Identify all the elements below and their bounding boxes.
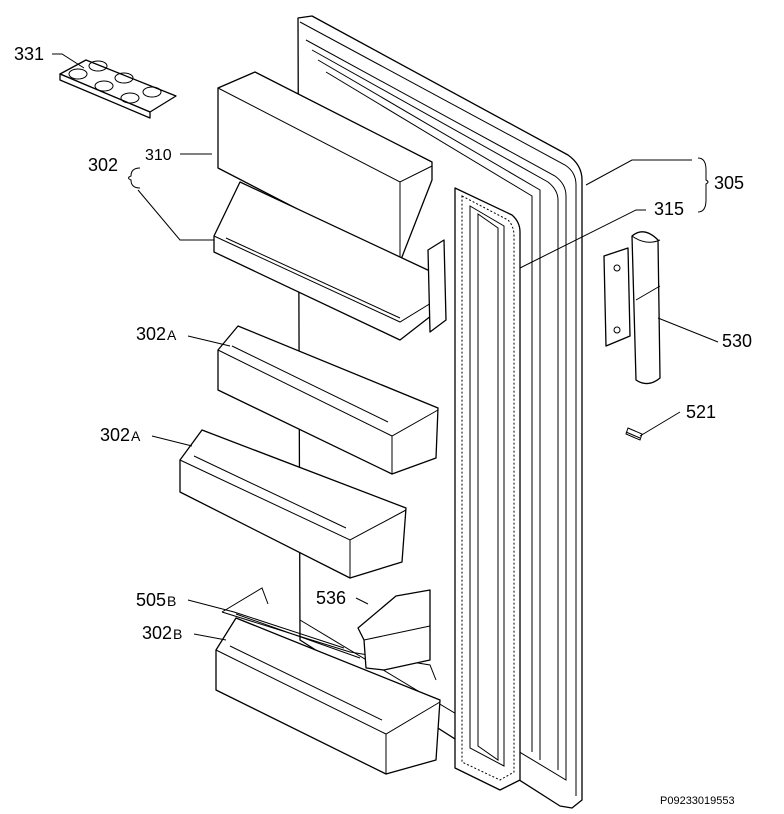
door-handle-530 [603,231,661,385]
label-315: 315 [654,199,685,219]
label-505b-suffix: B [167,593,177,609]
label-331: 331 [14,44,45,64]
label-310: 310 [145,147,172,164]
drawing-code: P09233019553 [660,795,735,807]
dairy-shelf [213,181,447,341]
label-302b-number: 302 [142,623,173,643]
label-302: 302 [88,155,119,175]
door-shelf-302a-upper [217,325,439,475]
label-505b-number: 505 [136,590,167,610]
door-gasket [454,187,521,791]
door-shelf-302a-lower [179,429,407,579]
label-305: 305 [714,173,745,193]
label-302b-suffix: B [173,626,183,642]
bottle-divider-536 [357,589,431,671]
label-505b: 505B [136,591,176,610]
dairy-compartment-lid [217,71,433,263]
label-302a-lower: 302A [100,426,140,445]
label-302b: 302B [142,624,182,643]
label-302a-lower-number: 302 [100,425,131,445]
label-536: 536 [316,588,347,608]
label-302a-upper: 302A [136,325,176,344]
label-530: 530 [722,331,753,351]
screw-521 [625,427,643,441]
label-521: 521 [686,402,717,422]
label-302a-upper-number: 302 [136,324,167,344]
door-shelf-302b [215,617,441,775]
egg-tray [59,59,177,119]
label-302a-upper-suffix: A [167,327,177,343]
label-302a-lower-suffix: A [131,428,141,444]
leader-lines [52,53,719,649]
